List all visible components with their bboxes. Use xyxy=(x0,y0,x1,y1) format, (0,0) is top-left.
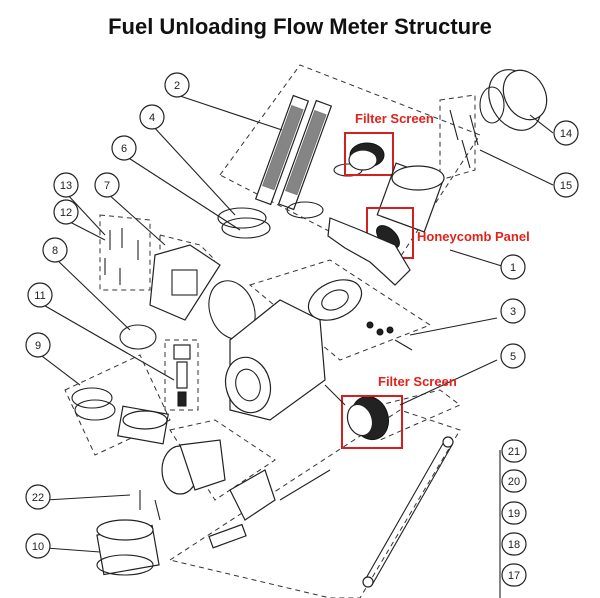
part-number-7: 7 xyxy=(94,172,120,198)
svg-text:21: 21 xyxy=(508,446,520,458)
housing-upper xyxy=(376,162,445,233)
svg-text:10: 10 xyxy=(32,541,44,553)
shaft-rod xyxy=(362,436,454,588)
part-number-18: 18 xyxy=(501,532,527,556)
part-number-10: 10 xyxy=(25,533,51,559)
group-box-9 xyxy=(64,354,171,456)
coupling-part-14 xyxy=(479,69,548,131)
part-number-22: 22 xyxy=(25,484,51,510)
part-number-2: 2 xyxy=(164,72,190,98)
part-number-13: 13 xyxy=(53,172,79,198)
leader-lines xyxy=(37,94,554,598)
svg-text:18: 18 xyxy=(508,539,520,551)
filter-screen-top xyxy=(344,132,394,176)
part-number-5: 5 xyxy=(500,343,526,369)
svg-text:14: 14 xyxy=(560,128,572,140)
callout-filter-screen-top: Filter Screen xyxy=(355,111,434,126)
bolt-set-15 xyxy=(449,109,479,169)
meter-body xyxy=(224,299,326,421)
part-number-1: 1 xyxy=(500,254,526,280)
svg-text:11: 11 xyxy=(34,290,45,302)
svg-text:22: 22 xyxy=(32,492,44,504)
svg-text:3: 3 xyxy=(510,306,516,318)
impeller xyxy=(208,469,331,549)
part-number-21: 21 xyxy=(501,439,527,463)
svg-text:8: 8 xyxy=(52,245,58,257)
part-number-19: 19 xyxy=(501,501,527,525)
part-number-15: 15 xyxy=(553,172,579,198)
svg-text:13: 13 xyxy=(60,180,72,192)
svg-text:7: 7 xyxy=(104,180,110,192)
svg-text:6: 6 xyxy=(121,143,127,155)
sleeve-part-9 xyxy=(117,405,169,445)
part-number-4: 4 xyxy=(139,104,165,130)
part-number-14: 14 xyxy=(553,120,579,146)
group-box-12 xyxy=(99,214,151,291)
plate-part-7 xyxy=(149,244,221,321)
part-number-6: 6 xyxy=(111,135,137,161)
page-title: Fuel Unloading Flow Meter Structure xyxy=(108,14,492,39)
nozzle-part-10 xyxy=(96,519,160,576)
group-box-mid xyxy=(359,389,461,441)
group-box-3 xyxy=(248,259,432,361)
part-number-12: 12 xyxy=(53,199,79,225)
part-number-9: 9 xyxy=(25,332,51,358)
bracket-part xyxy=(327,217,411,286)
svg-text:2: 2 xyxy=(174,80,180,92)
filter-screen-mid xyxy=(324,384,403,449)
svg-text:12: 12 xyxy=(60,207,72,219)
callout-filter-screen-mid: Filter Screen xyxy=(378,374,457,389)
svg-text:20: 20 xyxy=(508,476,520,488)
callout-honeycomb-panel: Honeycomb Panel xyxy=(417,229,530,244)
fitting-part-22 xyxy=(139,439,226,521)
svg-text:9: 9 xyxy=(35,340,41,352)
flange-part-3 xyxy=(307,279,413,351)
part-number-8: 8 xyxy=(42,237,68,263)
svg-text:4: 4 xyxy=(149,112,155,124)
rod-part xyxy=(254,94,333,211)
valve-part-11 xyxy=(173,344,191,407)
part-number-3: 3 xyxy=(500,298,526,324)
svg-text:15: 15 xyxy=(560,180,572,192)
screw-set-12 xyxy=(104,228,139,285)
svg-text:19: 19 xyxy=(508,508,520,520)
svg-text:5: 5 xyxy=(510,351,516,363)
group-box-15 xyxy=(439,94,476,181)
part-number-20: 20 xyxy=(501,469,527,493)
part-number-11: 11 xyxy=(27,282,53,308)
svg-text:1: 1 xyxy=(510,262,516,274)
svg-text:17: 17 xyxy=(508,570,520,582)
part-number-17: 17 xyxy=(501,563,527,587)
group-box-11 xyxy=(164,339,199,411)
group-box-5 xyxy=(168,409,461,598)
